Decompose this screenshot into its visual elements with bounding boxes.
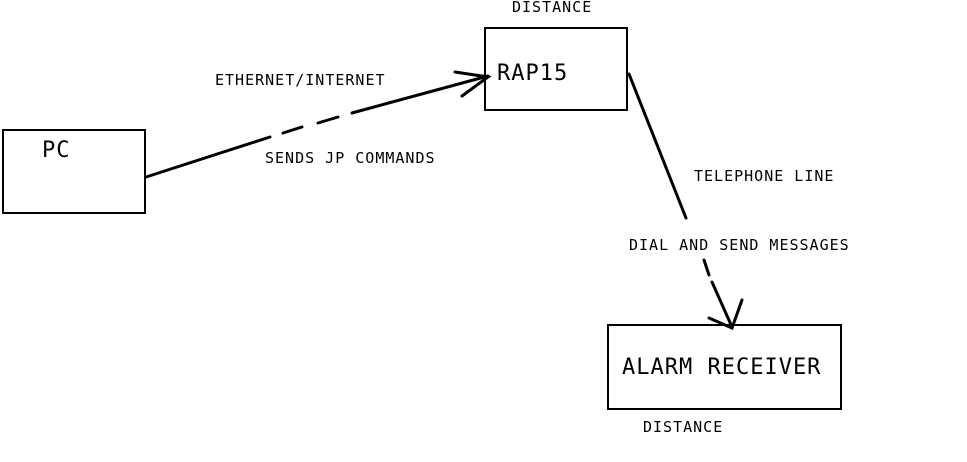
ethernet-line-segment [144,135,272,179]
rap15-to-receiver-arrow [627,72,744,331]
ethernet-dash [281,125,304,135]
rap15-label: RAP15 [497,61,568,86]
telephone-dash [702,258,711,277]
sends-commands-label: SENDS JP COMMANDS [265,149,436,167]
telephone-line-segment [710,280,734,329]
arrowhead-icon [453,70,492,98]
ethernet-line-segment [350,74,490,115]
alarm-receiver-label: ALARM RECEIVER [622,355,821,380]
distance-top-label: DISTANCE [512,0,592,16]
pc-to-rap15-arrow [144,70,492,179]
arrowhead-icon [707,298,744,331]
alarm-receiver-box [607,324,842,410]
dial-send-messages-label: DIAL AND SEND MESSAGES [629,236,850,254]
pc-label: PC [42,138,71,163]
distance-bottom-label: DISTANCE [643,418,723,436]
ethernet-internet-label: ETHERNET/INTERNET [215,71,386,89]
ethernet-dash [316,115,340,125]
pc-box [2,129,146,214]
telephone-line-label: TELEPHONE LINE [694,167,834,185]
telephone-line-segment [627,72,688,220]
rap15-box [484,27,628,111]
